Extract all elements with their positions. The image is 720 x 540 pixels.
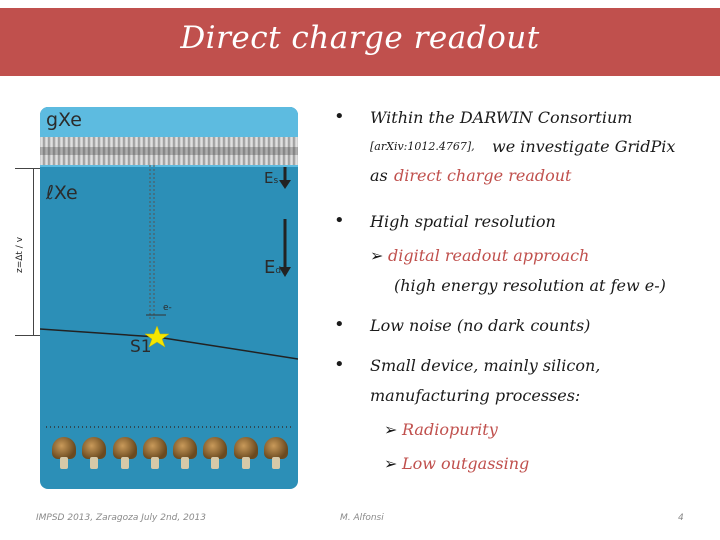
bullet-text: manufacturing processes:	[370, 386, 581, 405]
tpc-diagram: gXe ℓXe Es Ed e- S1	[40, 107, 298, 489]
arrow-bullet-icon: ➢	[384, 420, 398, 439]
dimension-label: z=Δt / v	[15, 236, 25, 274]
slide-title: Direct charge readout	[180, 20, 540, 56]
bullet-dot: •	[334, 354, 345, 375]
es-arrow-head	[279, 180, 291, 189]
bullet-text: we investigate GridPix	[492, 137, 676, 156]
liquid-label: ℓXe	[46, 182, 78, 204]
footer-event: IMPSD 2013, Zaragoza July 2nd, 2013	[36, 513, 207, 523]
pmt-icon	[52, 437, 76, 471]
arrow-bullet-icon: ➢	[370, 246, 384, 265]
es-label: Es	[264, 169, 279, 187]
bullet-text: Within the DARWIN Consortium	[370, 108, 633, 127]
ed-arrow-head	[279, 267, 291, 277]
title-bar: Direct charge readout	[0, 8, 720, 76]
pmt-icon	[82, 437, 107, 471]
electron-label: e-	[163, 303, 172, 313]
s1-star-icon	[144, 325, 170, 348]
pmt-icon	[263, 437, 288, 471]
sub-bullet-text: Radiopurity	[402, 420, 498, 439]
bullet-dot: •	[334, 210, 345, 231]
dimension-cap-bottom	[15, 335, 41, 336]
bullet-text: Low noise (no dark counts)	[370, 316, 591, 335]
sub-bullet-text: digital readout approach	[388, 246, 590, 265]
dimension-line	[33, 168, 34, 336]
particle-track-in	[40, 328, 158, 338]
highlight-text: direct charge readout	[394, 166, 572, 185]
pmt-icon	[173, 437, 198, 471]
bullet-text: High spatial resolution	[370, 212, 556, 231]
bullet-text: Small device, mainly silicon,	[370, 356, 601, 375]
pmt-icon	[203, 437, 228, 471]
pmt-icon	[112, 437, 137, 471]
arrow-bullet-icon: ➢	[384, 454, 398, 473]
sub-bullet-text: (high energy resolution at few e-)	[394, 276, 666, 295]
pmt-array	[52, 437, 288, 477]
reference-text: [arXiv:1012.4767],	[370, 140, 475, 153]
sub-bullet-text: Low outgassing	[402, 454, 530, 473]
dimension-cap-top	[15, 168, 41, 169]
bullet-text: as	[370, 166, 388, 185]
pmt-icon	[233, 437, 258, 471]
pmt-icon	[142, 437, 167, 471]
particle-track-out	[156, 336, 298, 360]
s1-label: S1	[130, 337, 152, 357]
bullet-dot: •	[334, 106, 345, 127]
diagram-overlay	[40, 165, 298, 428]
gridpix-detector-band	[40, 137, 298, 165]
ed-label: Ed	[264, 257, 282, 278]
footer-page-number: 4	[678, 513, 684, 523]
bullet-dot: •	[334, 314, 345, 335]
gas-label: gXe	[46, 109, 82, 131]
footer-author: M. Alfonsi	[340, 513, 384, 523]
